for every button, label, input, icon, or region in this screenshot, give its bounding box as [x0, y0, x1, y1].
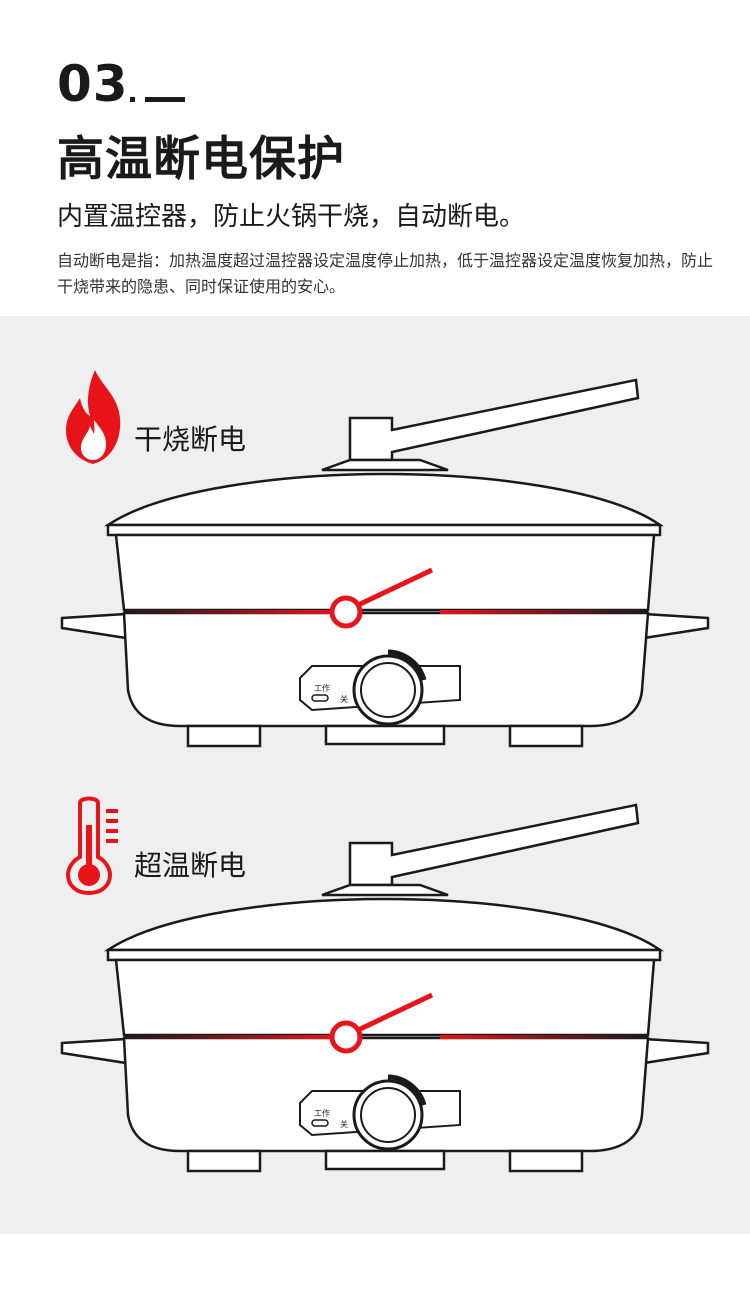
thermometer-icon — [65, 796, 118, 896]
feature-label-over-temp: 超温断电 — [134, 849, 247, 882]
feature-label-dry-burn: 干烧断电 — [134, 423, 247, 456]
flame-icon — [66, 370, 121, 464]
off-label: 关 — [340, 1119, 348, 1129]
hotpot-illustration-2: 工作 关 — [60, 803, 710, 1173]
work-label: 工作 — [314, 683, 330, 693]
number-dot — [130, 97, 135, 102]
hotpot-illustration-1: 工作 关 — [60, 378, 710, 748]
off-label: 关 — [340, 694, 348, 704]
section-number: 03 — [57, 55, 129, 113]
page-description: 自动断电是指：加热温度超过温控器设定温度停止加热，低于温控器设定温度恢复加热，防… — [57, 251, 714, 296]
page-subtitle: 内置温控器，防止火锅干烧，自动断电。 — [57, 202, 526, 232]
number-underline — [145, 97, 185, 102]
page-title: 高温断电保护 — [57, 132, 345, 187]
header: 03 高温断电保护 内置温控器，防止火锅干烧，自动断电。 自动断电是指：加热温度… — [0, 0, 750, 316]
work-label: 工作 — [314, 1108, 330, 1118]
